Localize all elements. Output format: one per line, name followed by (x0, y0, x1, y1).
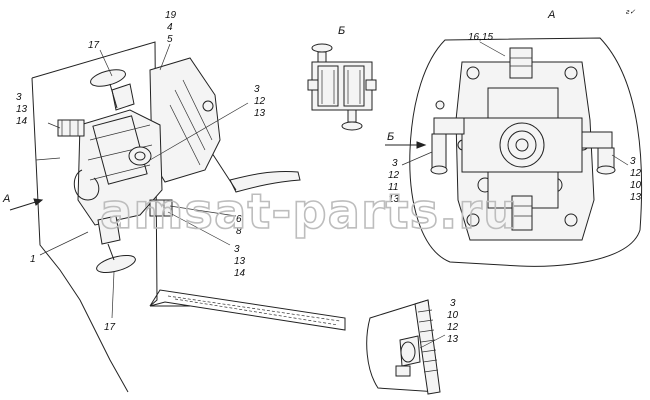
label-a-right-13: 13 (630, 192, 642, 203)
label-s-13: 13 (447, 334, 459, 345)
label-14-low: 14 (234, 268, 246, 279)
view-a-title: A (547, 9, 555, 21)
label-a-right-10: 10 (630, 180, 642, 191)
label-s-12: 12 (447, 322, 459, 333)
label-a-left-3: 3 (392, 158, 398, 169)
label-14-left: 14 (16, 116, 28, 127)
label-13-mid: 13 (254, 108, 266, 119)
main-view: A 19 4 5 17 3 13 14 3 12 13 1 6 8 3 13 1… (2, 10, 346, 393)
label-3-low: 3 (234, 244, 240, 255)
view-b-title: Б (338, 25, 345, 37)
label-5: 5 (167, 34, 173, 45)
detail-view-a: A (385, 9, 643, 267)
label-13-left: 13 (16, 104, 28, 115)
label-s-10: 10 (447, 310, 459, 321)
label-17-bottom: 17 (104, 322, 116, 333)
view-arrow-label-a: A (2, 193, 10, 205)
label-3-left: 3 (16, 92, 22, 103)
label-s-3: 3 (450, 298, 456, 309)
label-16-15: 16,15 (468, 32, 493, 43)
section-view-b: 3 10 12 13 (366, 298, 459, 395)
label-12-mid: 12 (254, 96, 266, 107)
label-13-low: 13 (234, 256, 246, 267)
label-6: 6 (236, 214, 242, 225)
label-a-left-11: 11 (388, 182, 398, 193)
label-1: 1 (30, 254, 36, 265)
corner-mark: г✓ (626, 9, 635, 16)
label-8: 8 (236, 226, 242, 237)
label-a-left-12: 12 (388, 170, 400, 181)
label-a-left-13: 13 (388, 194, 400, 205)
label-a-right-3: 3 (630, 156, 636, 167)
section-arrow-label-b: Б (387, 131, 394, 143)
label-a-right-12: 12 (630, 168, 642, 179)
label-19: 19 (165, 10, 177, 21)
label-3-mid: 3 (254, 84, 260, 95)
watermark: amsat-parts.ru (100, 184, 518, 240)
label-17-top: 17 (88, 40, 100, 51)
detail-view-b: Б (307, 25, 377, 131)
label-4: 4 (167, 22, 173, 33)
